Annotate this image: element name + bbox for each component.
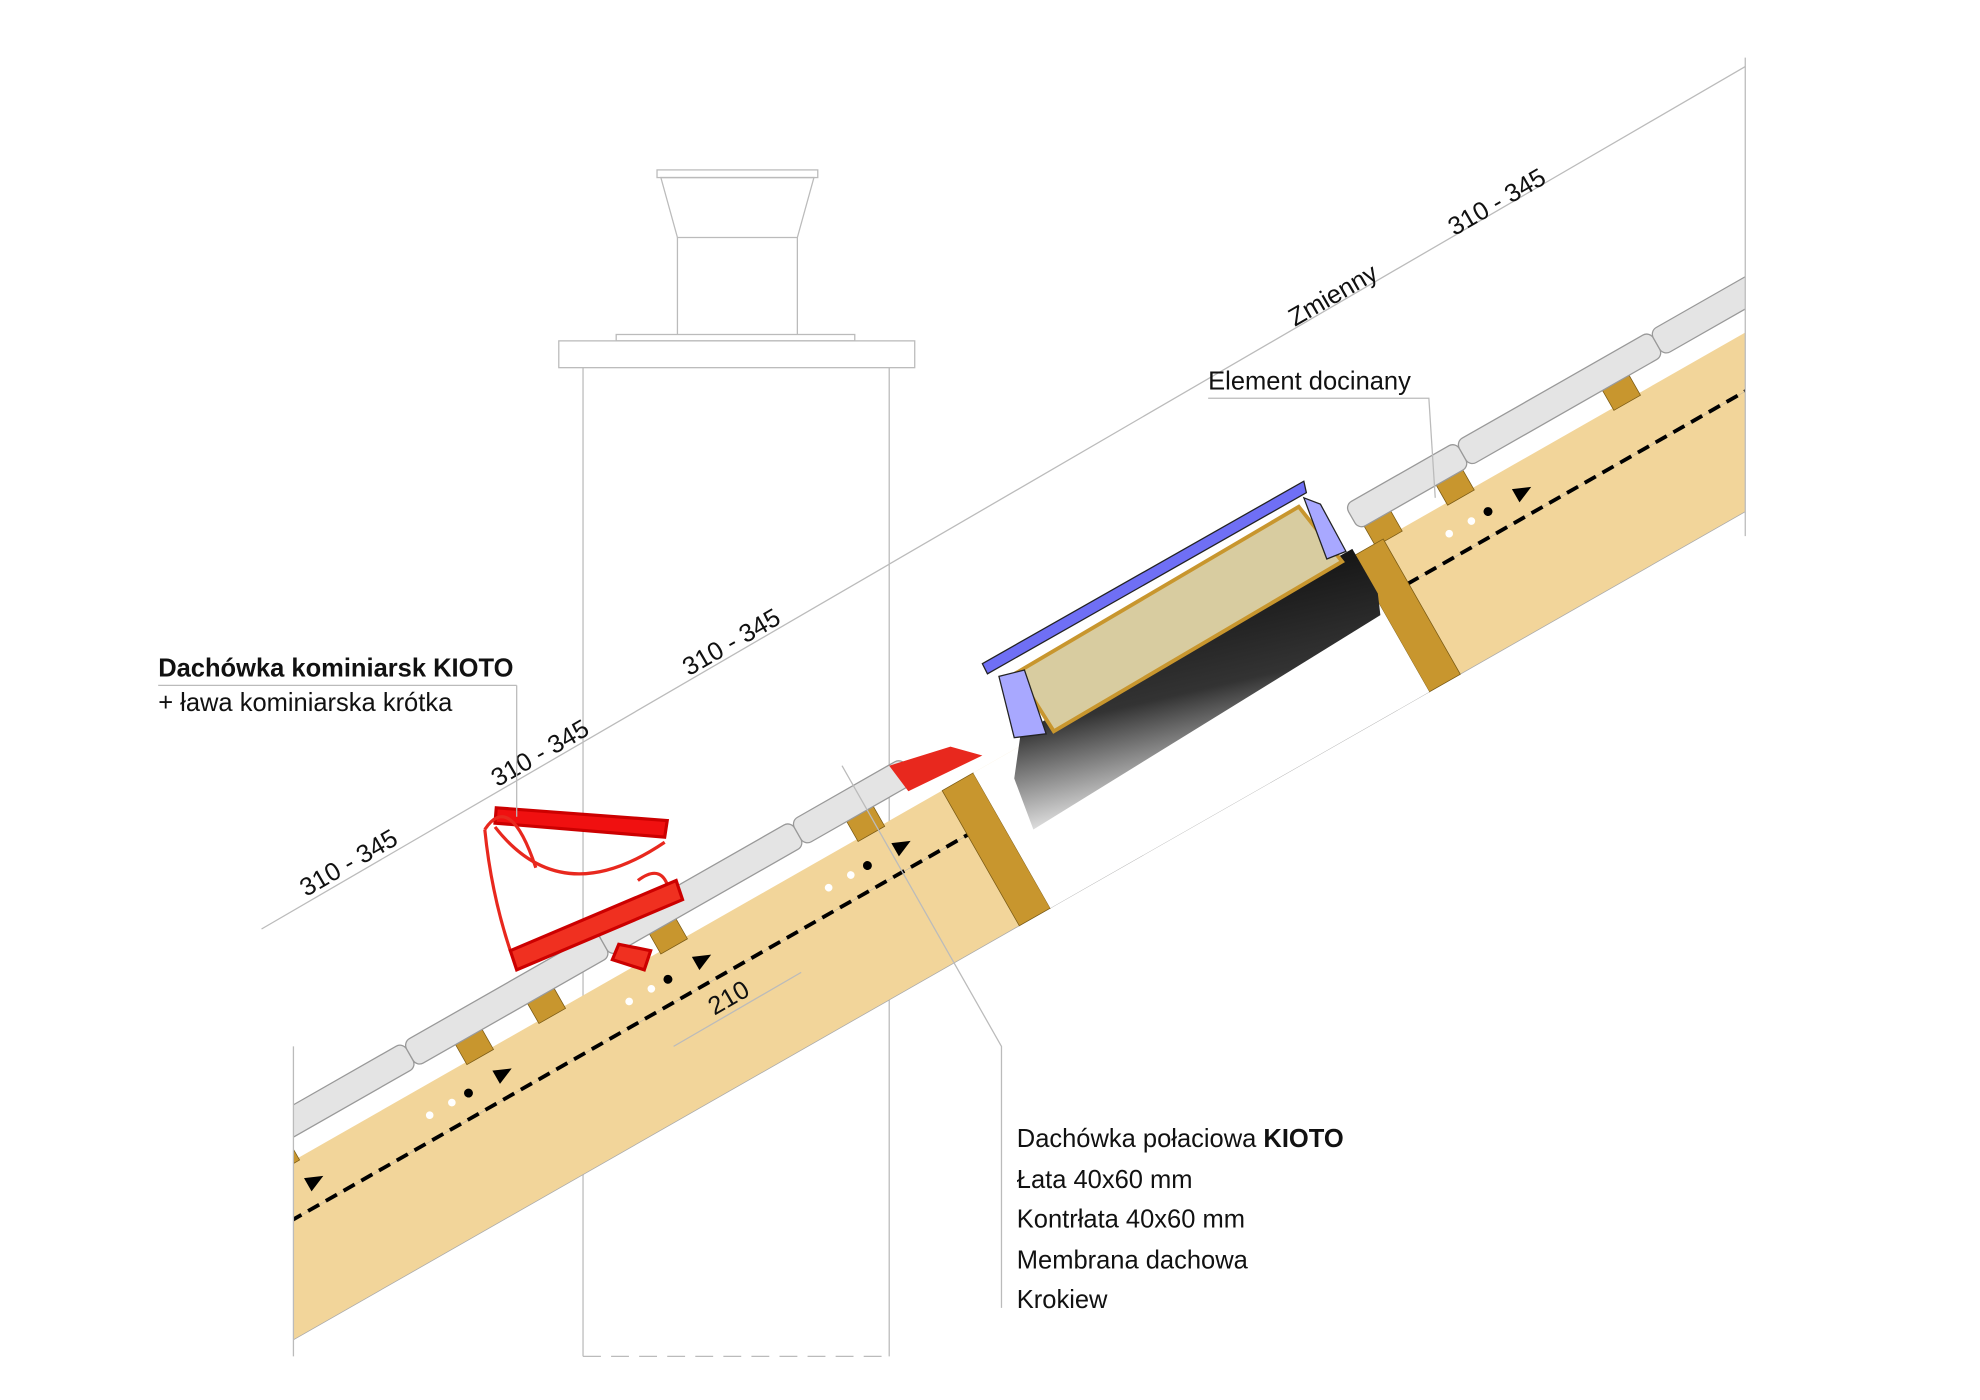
legend-counter-batten: Kontrłata 40x60 mm: [1017, 1206, 1245, 1234]
roof-vent-unit: [981, 480, 1381, 830]
red-flashing: [889, 746, 983, 792]
vent-side-seal: [998, 669, 1047, 739]
chimney-bench-label: + ława kominiarska krótka: [158, 689, 453, 717]
dimension-label-2: 310 - 345: [487, 714, 594, 792]
chimney-sweep-bench: [483, 806, 685, 972]
roof-membrane: [293, 362, 1746, 1314]
chimney: [558, 169, 916, 1358]
dimension-label-variable: Zmienny: [1284, 259, 1383, 332]
dimension-label-3: 310 - 345: [678, 603, 785, 681]
legend-rafter: Krokiew: [1017, 1286, 1108, 1314]
vent-blue-flashing: [981, 480, 1308, 675]
vent-side-seal-right: [1302, 496, 1347, 560]
counter-batten-layer: [293, 319, 1746, 1313]
chimney-tile-label: Dachówka kominiarsk KIOTO: [158, 654, 513, 682]
legend-membrane: Membrana dachowa: [1017, 1246, 1249, 1274]
legend-roof-tile: Dachówka połaciowa KIOTO: [1017, 1125, 1344, 1153]
dimension-label-1: 310 - 345: [295, 824, 402, 902]
dimension-label-4: 310 - 345: [1443, 163, 1550, 241]
cut-element-label: Element docinany: [1208, 367, 1411, 395]
vent-pipe: [1014, 548, 1381, 830]
legend-leader: [841, 765, 1003, 1308]
roof-tiles: [293, 270, 1746, 1173]
battens: [293, 372, 1641, 1176]
rafter: [293, 363, 1746, 1400]
dimension-line: [261, 57, 1746, 1357]
legend-batten: Łata 40x60 mm: [1017, 1166, 1193, 1194]
vent-body: [1014, 504, 1345, 734]
